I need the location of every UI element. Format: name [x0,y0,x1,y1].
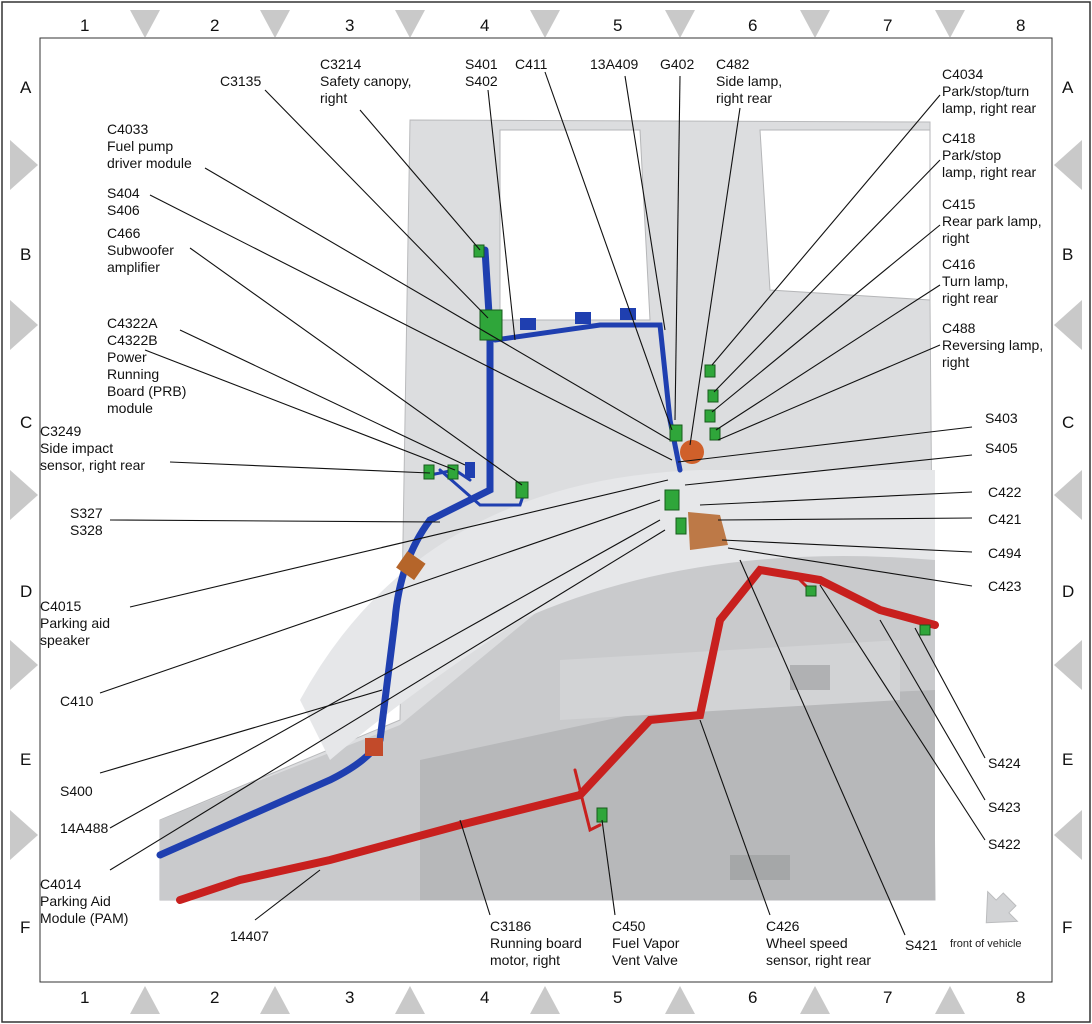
callout-c466: C466 Subwoofer amplifier [107,225,174,275]
grid-col-3-bottom: 3 [345,988,355,1007]
grid-col-6-bottom: 6 [748,988,758,1007]
callout-c415: C415 Rear park lamp, right [942,196,1042,246]
grid-markers [10,10,1082,1014]
callout-s327-s328: S327 S328 [70,505,103,538]
callout-s403: S403 [985,410,1018,426]
callout-c494: C494 [988,545,1022,561]
callout-13a409: 13A409 [590,56,639,72]
callout-s404-s406: S404 S406 [107,185,140,218]
callout-c4014: C4014 Parking Aid Module (PAM) [40,876,129,926]
grid-row-f-right: F [1062,918,1073,937]
callout-c450: C450 Fuel Vapor Vent Valve [612,918,680,968]
grid-col-5: 5 [613,16,623,35]
callout-c422: C422 [988,484,1022,500]
grid-row-a: A [20,78,32,97]
grid-row-c: C [20,413,33,432]
callout-c482: C482 Side lamp, right rear [716,56,783,106]
grid-row-f: F [20,918,31,937]
callout-c410: C410 [60,693,94,709]
callout-c421: C421 [988,511,1022,527]
grid-col-8: 8 [1016,16,1026,35]
grid-col-3: 3 [345,16,355,35]
grid-row-c-right: C [1062,413,1075,432]
callout-c3249: C3249 Side impact sensor, right rear [40,423,146,473]
front-of-vehicle-label: front of vehicle [950,938,1022,950]
grid-col-6: 6 [748,16,758,35]
callout-c4015: C4015 Parking aid speaker [40,598,111,648]
grid-col-4: 4 [480,16,490,35]
callout-c4033: C4033 Fuel pump driver module [107,121,192,171]
grid-col-1-bottom: 1 [80,988,90,1007]
grid-row-d-right: D [1062,582,1075,601]
callout-c3186: C3186 Running board motor, right [490,918,582,968]
callout-c3135: C3135 [220,73,262,89]
callout-c3214: C3214 Safety canopy, right [320,56,412,106]
callout-c4034: C4034 Park/stop/turn lamp, right rear [942,66,1037,116]
callout-s422: S422 [988,836,1021,852]
grid-row-b-right: B [1062,245,1074,264]
grid-row-d: D [20,582,33,601]
callout-c411: C411 [515,56,548,72]
grid-row-e: E [20,750,32,769]
callout-c426: C426 Wheel speed sensor, right rear [766,918,872,968]
grid-col-2-bottom: 2 [210,988,220,1007]
callout-s421: S421 [905,937,938,953]
callout-s400: S400 [60,783,93,799]
grid-col-4-bottom: 4 [480,988,490,1007]
callout-14407: 14407 [230,928,269,944]
callout-s424: S424 [988,755,1021,771]
front-of-vehicle-arrow-icon [985,890,1019,924]
grid-row-a-right: A [1062,78,1074,97]
grid-col-7: 7 [883,16,893,35]
grid-col-5-bottom: 5 [613,988,623,1007]
leader-lines [99,71,986,936]
callout-c488: C488 Reversing lamp, right [942,320,1044,370]
callout-g402: G402 [660,56,695,72]
grid-row-e-right: E [1062,750,1074,769]
grid-col-1: 1 [80,16,90,35]
grid-col-8-bottom: 8 [1016,988,1026,1007]
callout-14a488: 14A488 [60,820,109,836]
grid-row-b: B [20,245,32,264]
callout-c416: C416 Turn lamp, right rear [942,256,1009,306]
callout-s401-s402: S401 S402 [465,56,498,89]
grid-col-7-bottom: 7 [883,988,893,1007]
orange-modules [365,440,728,756]
callout-s405: S405 [985,440,1018,456]
callout-c423: C423 [988,578,1022,594]
grid-col-2: 2 [210,16,220,35]
callout-s423: S423 [988,799,1021,815]
callout-c418: C418 Park/stop lamp, right rear [942,130,1037,180]
callout-c4322: C4322A C4322B Power Running Board (PRB) … [107,315,187,416]
